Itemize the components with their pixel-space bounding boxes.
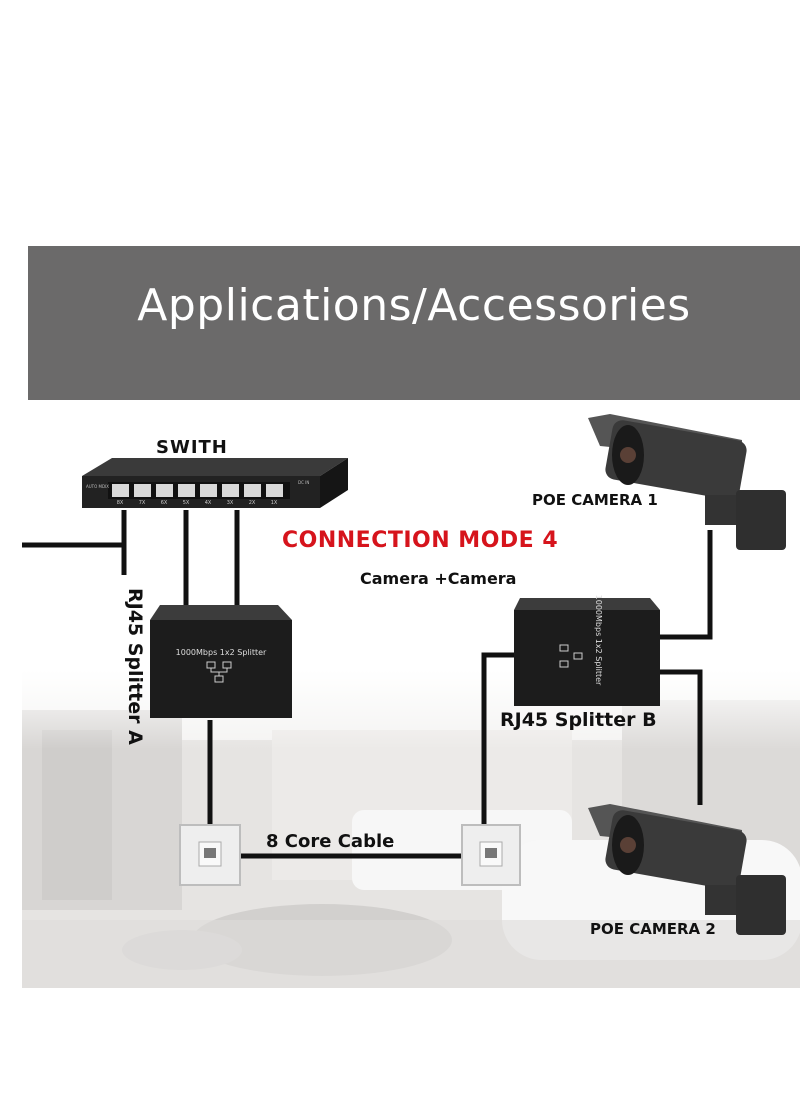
switch-port [244, 484, 261, 497]
switch-ports: 8X 7X 6X 5X 4X 3X 2X 1X AUTO MDIX DC IN [86, 480, 309, 506]
camera-1-label: POE CAMERA 1 [532, 491, 658, 509]
network-icon [206, 661, 232, 683]
switch-dc-label: DC IN [298, 480, 309, 485]
splitter-b-label: RJ45 Splitter B [500, 709, 657, 731]
switch-port-label: 4X [205, 500, 212, 506]
wall-socket-right [461, 824, 521, 886]
switch-port-label: 7X [139, 500, 146, 506]
poe-camera-2 [588, 804, 786, 935]
splitter-b-device: 1000Mbps 1x2 Splitter [514, 595, 660, 706]
splitter-b-print: 1000Mbps 1x2 Splitter [594, 595, 603, 686]
splitter-a-label: RJ45 Splitter A [124, 588, 146, 745]
switch-port-label: 3X [227, 500, 234, 506]
cable-label: 8 Core Cable [266, 831, 395, 852]
poe-camera-1 [588, 414, 786, 550]
switch-port [266, 484, 283, 497]
switch-port [178, 484, 195, 497]
cables [22, 510, 713, 859]
splitter-a-device: 1000Mbps 1x2 Splitter [150, 605, 292, 718]
switch-port-label: 6X [161, 500, 168, 506]
switch-port [112, 484, 129, 497]
splitter-a-print: 1000Mbps 1x2 Splitter [176, 648, 267, 657]
title-banner: Applications/Accessories [28, 246, 800, 400]
switch-port [200, 484, 217, 497]
connection-mode-title: CONNECTION MODE 4 [282, 528, 559, 553]
switch-port [156, 484, 173, 497]
switch-port [222, 484, 239, 497]
switch-port-label: 5X [183, 500, 190, 506]
network-icon [559, 644, 583, 668]
switch-label: SWITH [156, 437, 228, 458]
switch-port [134, 484, 151, 497]
page-title: Applications/Accessories [137, 280, 691, 331]
switch-port-label: 2X [249, 500, 256, 506]
switch-port-label: 8X [117, 500, 124, 506]
switch-port-label: 1X [271, 500, 278, 506]
switch-small-print: AUTO MDIX [86, 484, 109, 489]
wall-socket-left [179, 824, 241, 886]
connection-mode-subtitle: Camera +Camera [360, 569, 517, 588]
camera-2-label: POE CAMERA 2 [590, 920, 716, 938]
